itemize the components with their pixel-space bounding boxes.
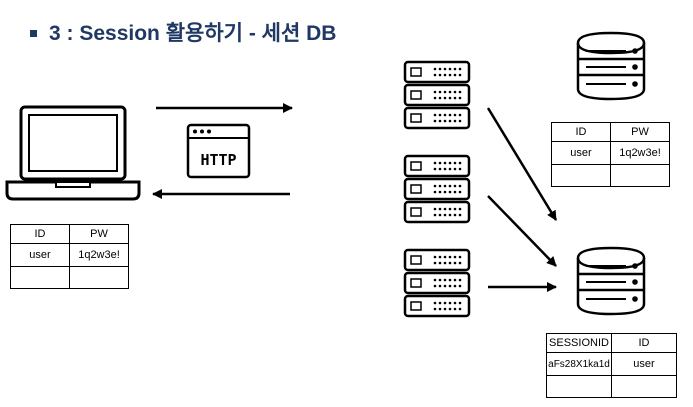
server-to-session-db-arrow xyxy=(487,195,557,267)
table-cell-pw: 1q2w3e! xyxy=(69,243,129,267)
laptop-icon xyxy=(5,105,141,201)
table-cell-id: user xyxy=(611,352,677,376)
http-browser-icon: HTTP xyxy=(186,123,251,179)
server-stack-icon xyxy=(403,154,471,224)
server-stack-icon xyxy=(403,60,471,130)
table-empty-cell xyxy=(10,266,70,289)
table-empty-cell xyxy=(610,164,670,187)
title-bullet xyxy=(30,30,37,37)
server-stack-icon xyxy=(403,248,471,318)
table-empty-cell xyxy=(551,164,611,187)
user-database-icon xyxy=(576,31,646,101)
table-empty-cell xyxy=(611,375,677,398)
table-empty-cell xyxy=(546,375,612,398)
http-label: HTTP xyxy=(200,151,236,169)
table-header-pw: PW xyxy=(610,122,670,142)
session-database-icon xyxy=(576,246,646,316)
table-header-id: ID xyxy=(611,333,677,353)
server-to-session-db-arrow xyxy=(486,107,558,221)
table-cell-sessionid: aFs28X1ka1d xyxy=(546,352,612,376)
table-cell-pw: 1q2w3e! xyxy=(610,141,670,165)
table-cell-id: user xyxy=(551,141,611,165)
table-header-sessionid: SESSIONID xyxy=(546,333,612,353)
slide-title-text: 3 : Session 활용하기 - 세션 DB xyxy=(49,22,337,45)
table-cell-id: user xyxy=(10,243,70,267)
table-header-id: ID xyxy=(10,224,70,244)
client-credentials-table: ID PW user 1q2w3e! xyxy=(10,224,129,289)
table-header-pw: PW xyxy=(69,224,129,244)
slide-title: 3 : Session 활용하기 - 세션 DB xyxy=(30,17,336,47)
session-db-table: SESSIONID ID aFs28X1ka1d user xyxy=(546,333,677,398)
table-empty-cell xyxy=(69,266,129,289)
table-header-id: ID xyxy=(551,122,611,142)
user-db-table: ID PW user 1q2w3e! xyxy=(551,122,670,187)
